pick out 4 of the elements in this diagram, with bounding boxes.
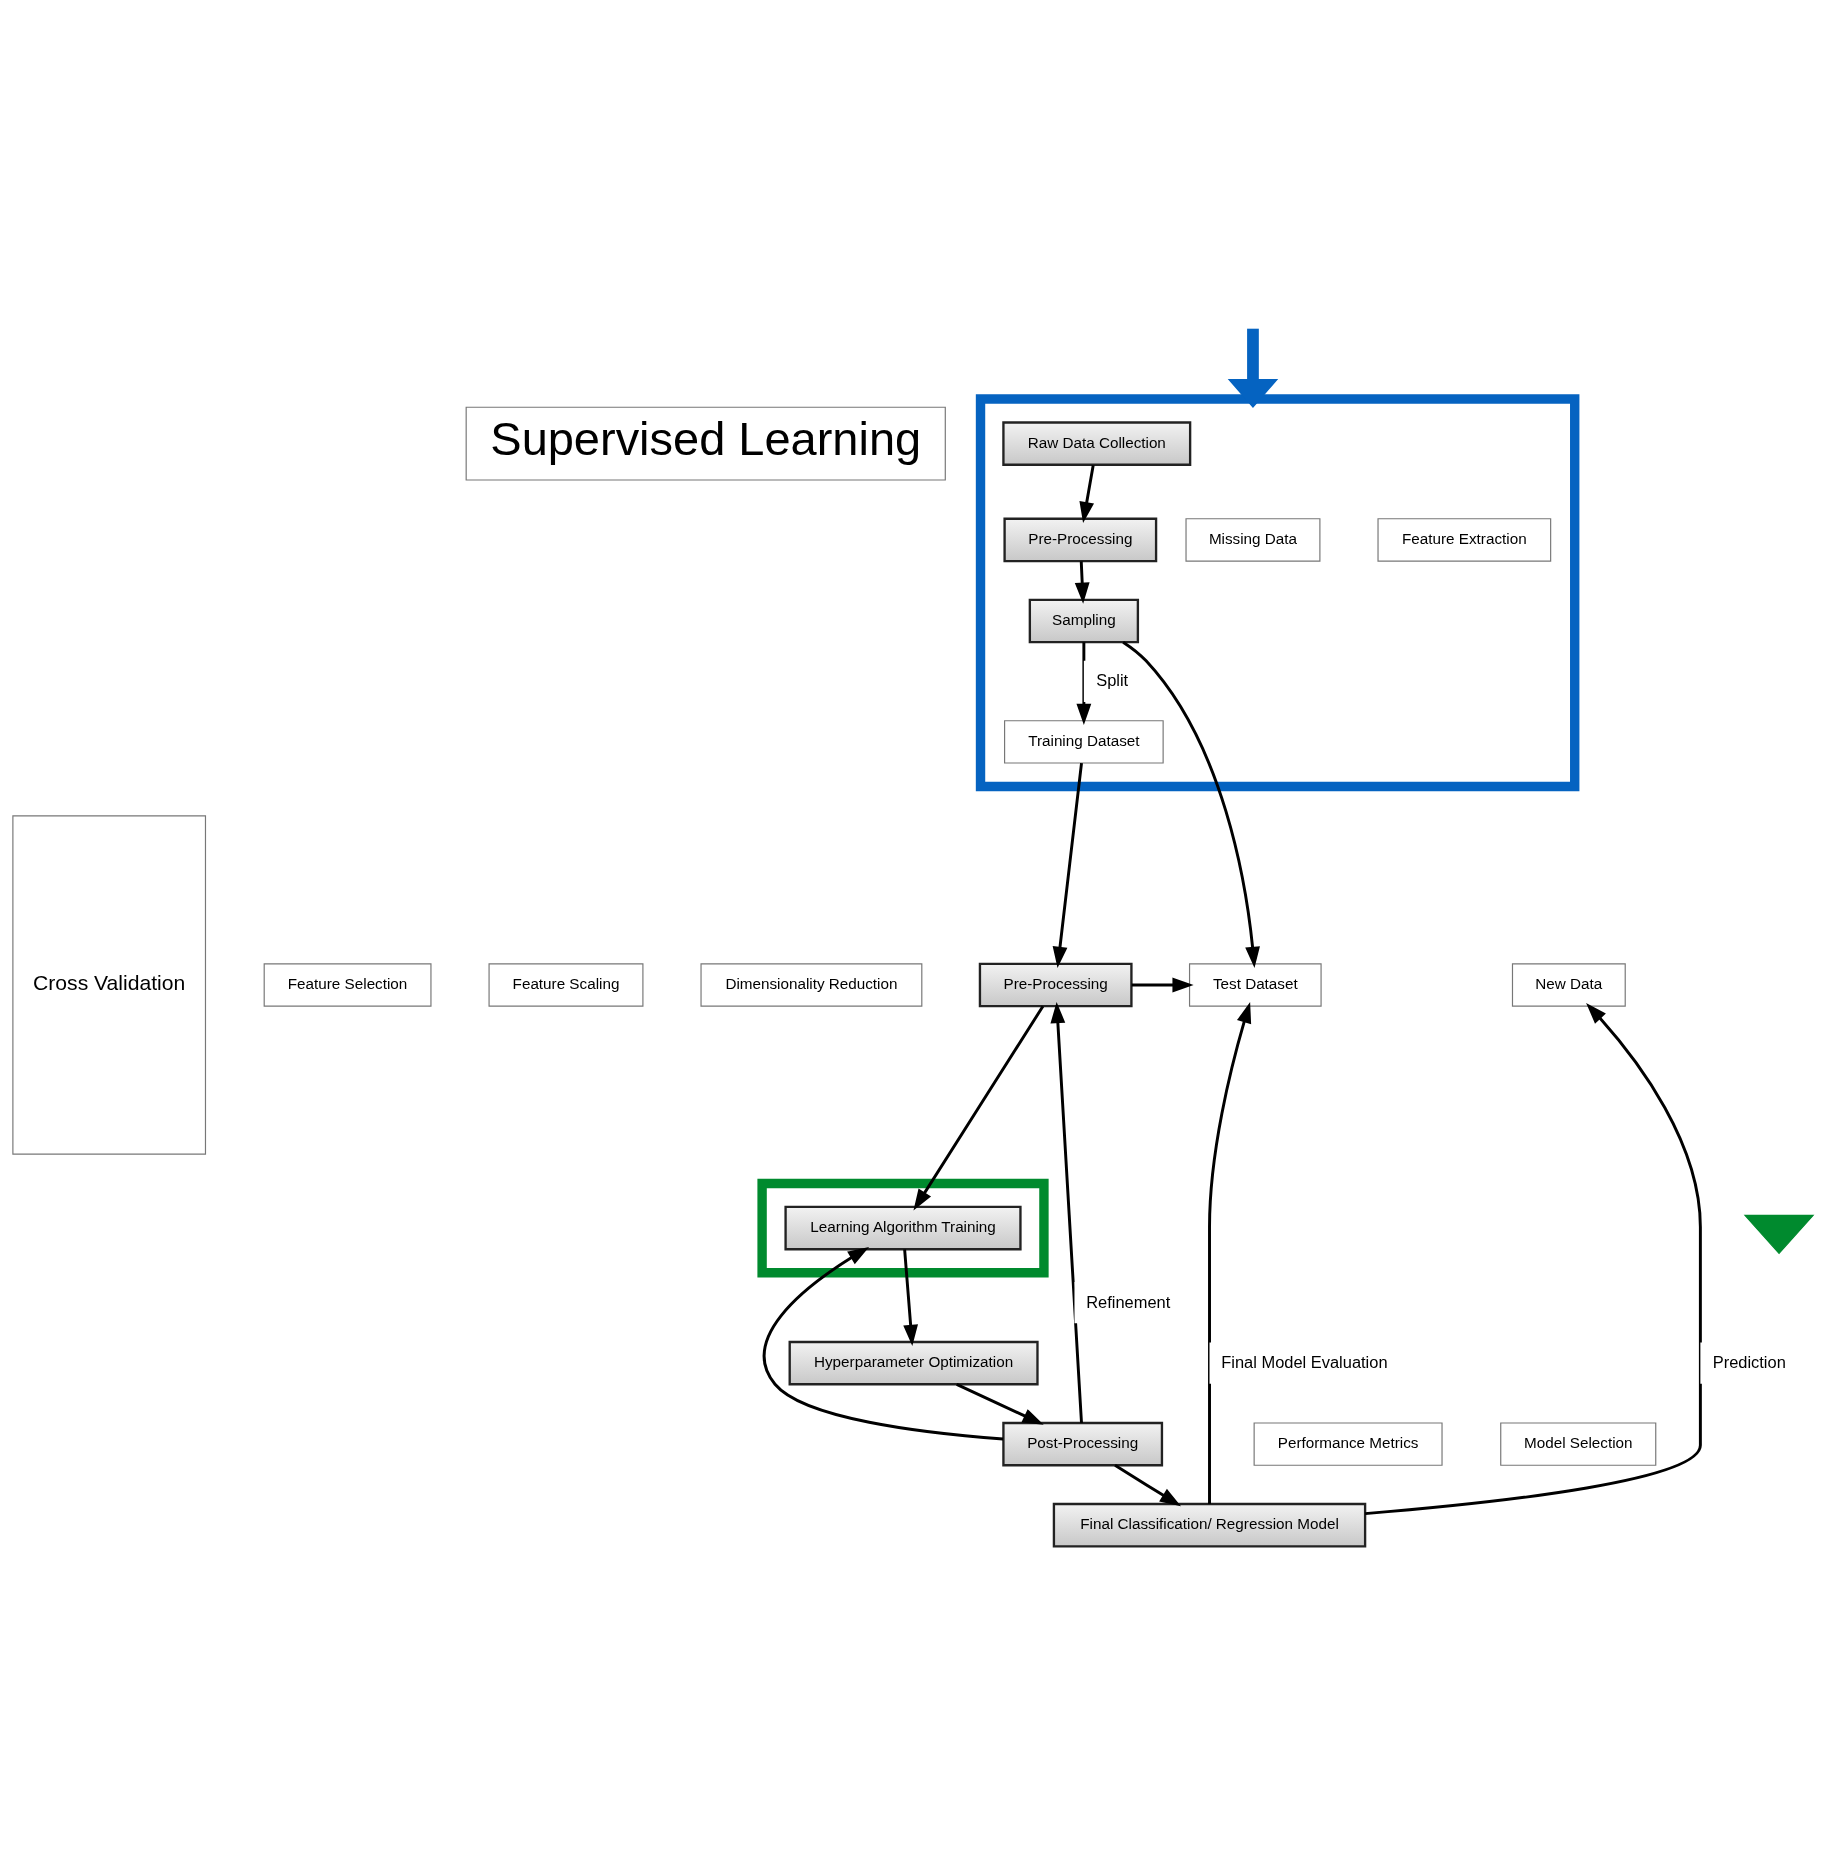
edge-label: Refinement	[1086, 1292, 1171, 1311]
edge-label: Prediction	[1712, 1353, 1786, 1372]
edge-label: Final Model Evaluation	[1221, 1353, 1388, 1372]
edge-label: Split	[1096, 671, 1129, 690]
